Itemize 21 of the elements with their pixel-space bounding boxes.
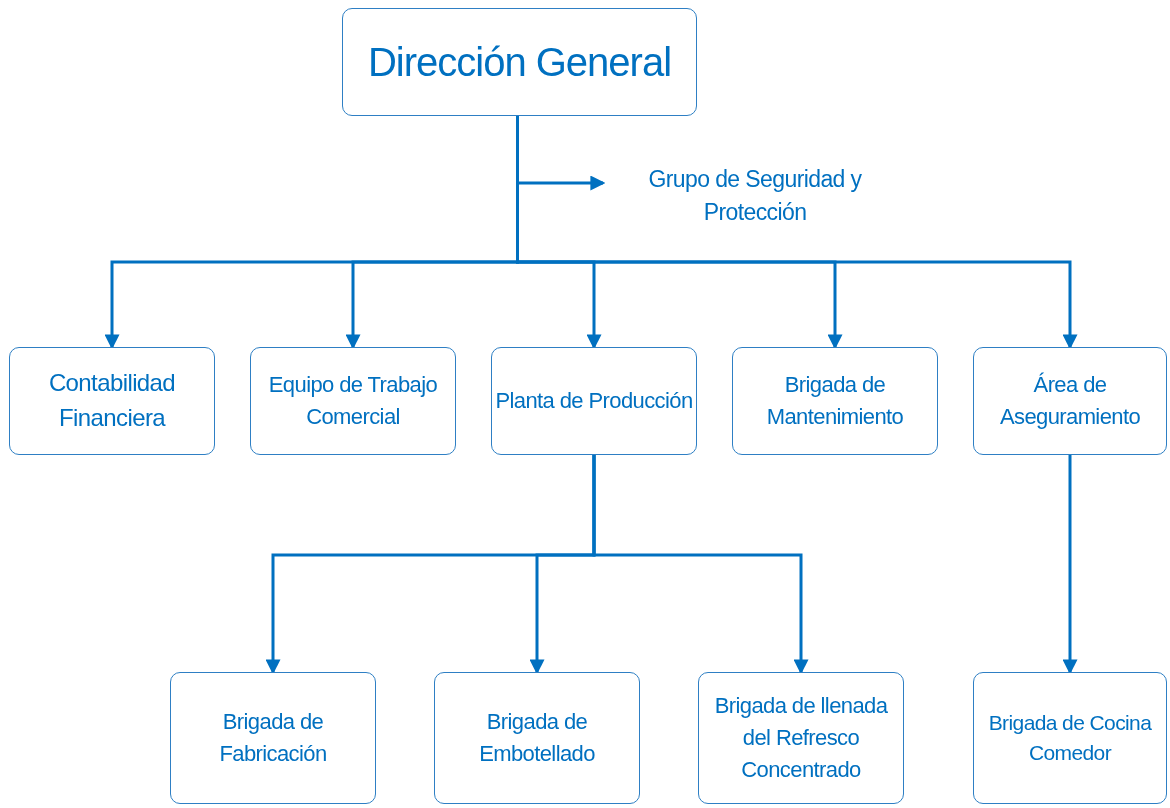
unit-name: Brigada de llenada del Refresco Concentrado [713, 692, 889, 784]
unit-name: Brigada de Fabricación [218, 708, 328, 768]
unit-name: Planta de Producción [494, 387, 694, 416]
unit-name: Grupo de Seguridad y Protección [647, 164, 863, 227]
org-box [973, 347, 1167, 455]
unit-name: Brigada de Embotellado [478, 708, 596, 768]
unit-name: Equipo de Trabajo Comercial [267, 371, 439, 431]
org-box [342, 8, 697, 116]
org-box [491, 347, 697, 455]
org-box [250, 347, 456, 455]
unit-name: Brigada de Cocina Comedor [987, 709, 1153, 766]
unit-name: Área de Aseguramiento [998, 371, 1142, 431]
org-box [170, 672, 376, 804]
org-box [732, 347, 938, 455]
unit-name: Brigada de Mantenimiento [765, 371, 905, 431]
org-box [698, 672, 904, 804]
org-box [973, 672, 1167, 804]
org-box [434, 672, 640, 804]
unit-name: Contabilidad Financiera [47, 368, 177, 433]
unit-name: Dirección General [366, 39, 673, 86]
org-box [9, 347, 215, 455]
